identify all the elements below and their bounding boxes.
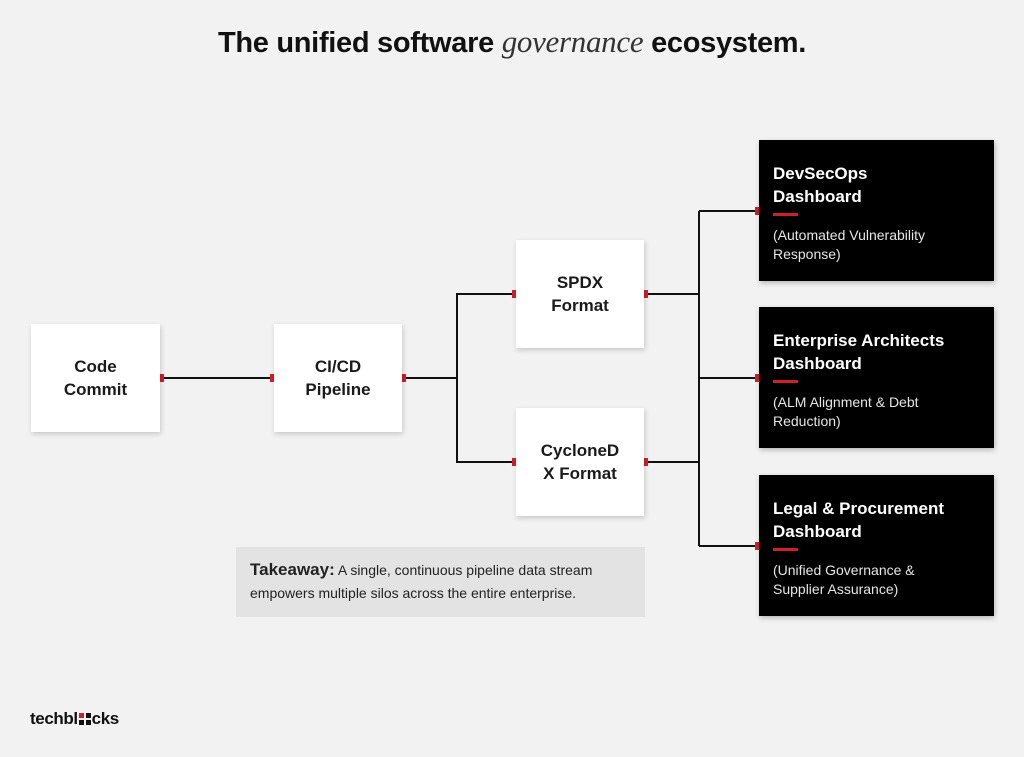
takeaway-label: Takeaway: <box>250 560 335 579</box>
node-cyclonedx-line1: CycloneD <box>540 441 620 460</box>
dashboard-subtitle-line2: Response) <box>773 246 841 262</box>
node-spdx-line2: Format <box>551 296 609 315</box>
node-cyclonedx-line2: X Format <box>543 464 617 483</box>
dashboard-title-line1: DevSecOps <box>773 164 868 183</box>
techblocks-logo: techbl cks <box>30 709 119 729</box>
accent-bar <box>773 213 798 216</box>
dashboard-subtitle-line1: (Unified Governance & <box>773 562 915 578</box>
node-code-commit-line2: Commit <box>63 380 128 399</box>
node-cicd-pipeline: CI/CD Pipeline <box>274 324 402 432</box>
accent-bar <box>773 380 798 383</box>
node-spdx-format: SPDX Format <box>516 240 644 348</box>
node-cyclonedx-format: CycloneD X Format <box>516 408 644 516</box>
page-title: The unified software governance ecosyste… <box>0 24 1024 60</box>
accent-bar <box>773 548 798 551</box>
port-commit-out <box>156 374 164 382</box>
dashboard-title-line2: Dashboard <box>773 187 862 206</box>
dashboard-subtitle-line1: (Automated Vulnerability <box>773 227 926 243</box>
port-cyclonedx-out <box>640 458 648 466</box>
title-suffix: ecosystem. <box>651 27 807 59</box>
dashboard-title-line1: Enterprise Architects <box>773 331 945 350</box>
logo-blocks-icon <box>78 713 91 725</box>
dashboard-title-line2: Dashboard <box>773 354 862 373</box>
node-code-commit: Code Commit <box>31 324 160 432</box>
dashboard-title-line2: Dashboard <box>773 522 862 541</box>
dashboard-enterprise-architects: Enterprise Architects Dashboard (ALM Ali… <box>759 307 994 448</box>
node-code-commit-line1: Code <box>74 357 117 376</box>
port-spdx-out <box>640 290 648 298</box>
dashboard-title-line1: Legal & Procurement <box>773 499 944 518</box>
dashboard-devsecops: DevSecOps Dashboard (Automated Vulnerabi… <box>759 140 994 281</box>
takeaway-box: Takeaway: A single, continuous pipeline … <box>236 547 645 617</box>
dashboard-legal-procurement: Legal & Procurement Dashboard (Unified G… <box>759 475 994 616</box>
title-prefix: The unified software <box>217 27 494 59</box>
connector-cicd-spdx <box>456 293 516 378</box>
dashboard-subtitle-line2: Reduction) <box>773 413 841 429</box>
node-cicd-line1: CI/CD <box>314 357 362 376</box>
dashboard-subtitle-line1: (ALM Alignment & Debt <box>773 394 919 410</box>
takeaway-text: A single, continuous pipeline data strea… <box>250 562 593 601</box>
node-cicd-line2: Pipeline <box>305 380 371 399</box>
connector-cicd-cyclonedx <box>456 378 516 463</box>
node-spdx-line1: SPDX <box>556 273 604 292</box>
title-emphasis: governance <box>501 24 644 59</box>
port-cicd-out <box>398 374 406 382</box>
dashboard-subtitle-line2: Supplier Assurance) <box>773 581 899 597</box>
logo-text-part2: cks <box>91 709 120 728</box>
logo-text-part1: techbl <box>30 709 78 728</box>
